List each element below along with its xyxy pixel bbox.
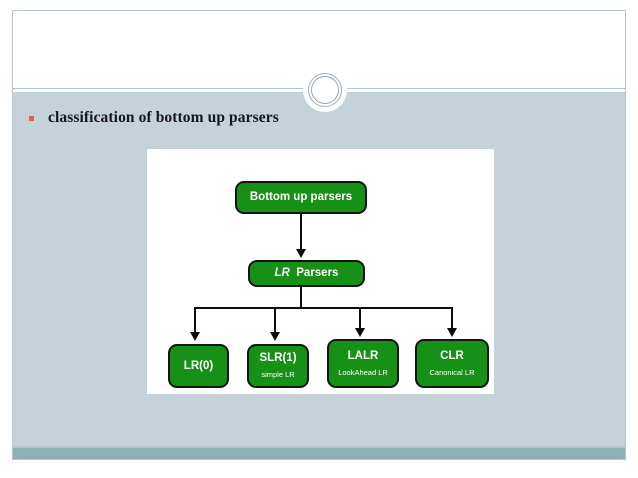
footer-bar [13, 448, 625, 459]
double-ring-icon [303, 68, 347, 112]
flow-node-sublabel: Canonical LR [429, 367, 475, 377]
diagram-canvas: Bottom up parsers LR Parsers LR(0) SLR(1… [147, 149, 494, 394]
connector-lr-to-bus [300, 287, 302, 308]
flow-node-lr-parsers[interactable]: LR Parsers [248, 260, 365, 287]
flow-node-slr1[interactable]: SLR(1) simple LR [247, 344, 309, 388]
square-bullet-icon [29, 115, 34, 121]
flow-node-label: LR(0) [183, 359, 214, 372]
flow-node-label-regular: Parsers [296, 267, 339, 280]
arrowhead-to-clr [447, 328, 457, 337]
connector-bus-to-lalr [359, 307, 361, 330]
flow-node-label: Bottom up parsers [249, 191, 353, 204]
arrowhead-root-to-lr [296, 249, 306, 258]
slide-title-row: classification of bottom up parsers [29, 109, 279, 127]
flow-node-label: LR Parsers [275, 267, 339, 280]
flow-node-bottom-up-parsers[interactable]: Bottom up parsers [235, 181, 367, 214]
flow-node-label: LALR [347, 349, 379, 362]
flow-node-sublabel: simple LR [261, 370, 295, 380]
connector-horizontal-bus [194, 307, 453, 309]
page-title: classification of bottom up parsers [48, 109, 279, 126]
flow-node-label: SLR(1) [259, 352, 297, 365]
connector-root-to-lr [300, 214, 302, 251]
connector-bus-to-slr1 [274, 307, 276, 334]
flow-node-label-italic: LR [274, 267, 290, 280]
flow-node-lr0[interactable]: LR(0) [168, 344, 229, 388]
ring-inner [311, 76, 339, 104]
flow-node-lalr[interactable]: LALR LookAhead LR [327, 339, 399, 388]
arrowhead-to-lalr [355, 328, 365, 337]
flow-node-label: CLR [440, 349, 464, 362]
footer-separator [13, 446, 625, 448]
flow-node-clr[interactable]: CLR Canonical LR [415, 339, 489, 388]
arrowhead-to-slr1 [270, 332, 280, 341]
slide: classification of bottom up parsers Bott… [12, 10, 626, 460]
arrowhead-to-lr0 [190, 332, 200, 341]
connector-bus-to-clr [451, 307, 453, 330]
flow-node-sublabel: LookAhead LR [338, 367, 388, 377]
ring-outer [308, 73, 342, 107]
connector-bus-to-lr0 [194, 307, 196, 334]
